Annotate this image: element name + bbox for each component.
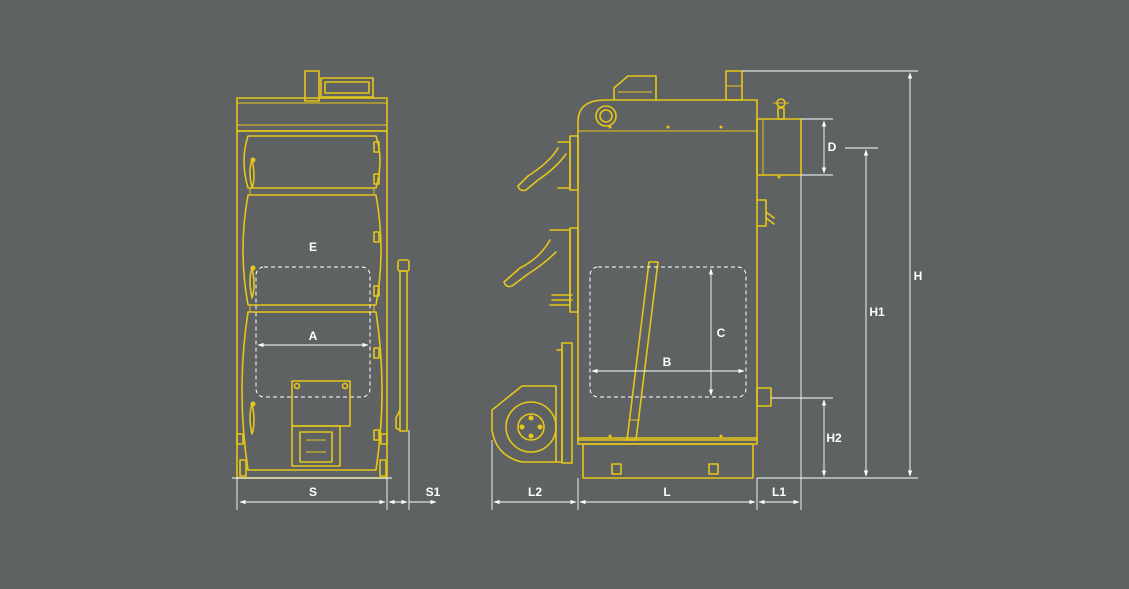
label-l1: L1 — [772, 485, 786, 499]
label-b: B — [663, 355, 672, 369]
label-h2: H2 — [826, 431, 842, 445]
front-view — [236, 70, 410, 479]
label-l: L — [663, 485, 670, 499]
side-view — [491, 70, 802, 479]
door-handle-icon — [249, 401, 256, 435]
label-s: S — [309, 485, 317, 499]
label-h: H — [914, 269, 923, 283]
door-handle-icon — [249, 265, 256, 299]
label-c: C — [717, 326, 726, 340]
door-handle-icon — [249, 157, 256, 189]
label-e: E — [309, 240, 317, 254]
label-h1: H1 — [869, 305, 885, 319]
label-l2: L2 — [528, 485, 542, 499]
front-dimension-lines — [232, 342, 437, 510]
label-a: A — [309, 329, 318, 343]
label-s1: S1 — [426, 485, 441, 499]
side-dimension-lines — [491, 70, 918, 510]
label-d: D — [828, 140, 837, 154]
